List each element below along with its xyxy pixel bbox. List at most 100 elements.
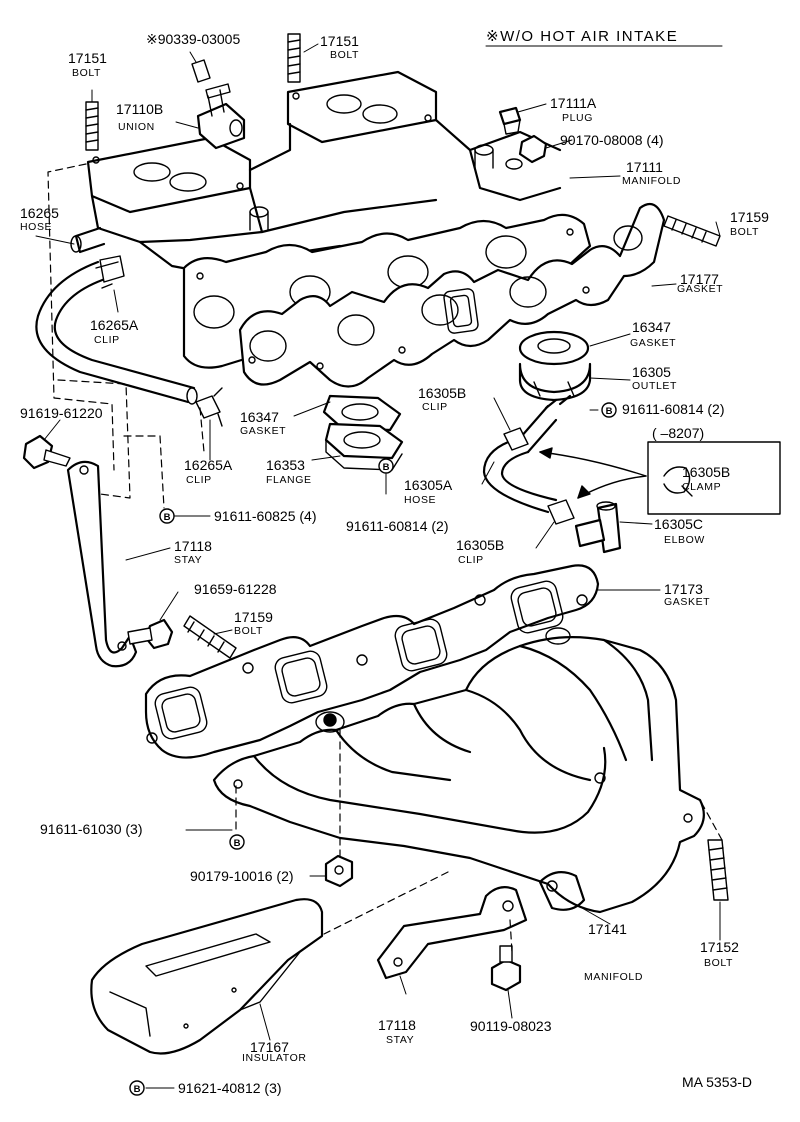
clip-16305b-upper [503,427,529,451]
b-marker-text: B [383,462,390,473]
b-marker-text: B [606,406,613,417]
plug-17111a [498,106,522,135]
label-bracket-range: ( –8207) [652,425,704,441]
label-16265a2-name: CLIP [186,474,212,486]
label-17159a-number: 17159 [730,209,769,225]
part-labels: ※90339-03005 17151 BOLT 17151 BOLT 17110… [20,31,769,1096]
nut-90179 [324,854,354,888]
bolt-17159-lower [183,615,237,659]
label-17177-number: 17177 [680,271,719,287]
b-marker-text: B [134,1084,141,1095]
label-90339-number: ※90339-03005 [146,31,240,47]
outlet-16305 [518,330,592,410]
label-17111-number: 17111 [626,159,663,175]
label-17159b-number: 17159 [234,609,273,625]
intake-gasket [238,202,666,388]
hose-16265 [35,260,198,405]
clip-16305b-lower [547,499,575,525]
label-91619-number: 91619-61220 [20,405,103,421]
bolt-17159-top [663,215,721,247]
label-17152-number: 17152 [700,939,739,955]
label-90170-number: 90170-08008 (4) [560,132,664,148]
label-16305b-clamp-number: 16305B [682,464,730,480]
label-17141-number: 17141 [588,921,627,937]
bolt-91659 [127,618,174,650]
exhaust-manifold [212,627,705,914]
label-17118a-number: 17118 [174,538,212,554]
elbow-16305c [574,501,622,554]
stay-17118-lower [376,885,528,980]
b-marker-60814-lower [378,458,394,474]
label-16347a-number: 16347 [632,319,671,335]
dashed-lines [47,163,723,953]
footer-code: MA 5353-D [682,1074,752,1090]
clip-16265a-lower [195,387,223,427]
label-16305-number: 16305 [632,364,671,380]
label-16305b2-name: CLIP [458,554,484,566]
label-16265a2-number: 16265A [184,457,233,473]
label-16305-name: OUTLET [632,380,677,392]
label-17152-name: BOLT [704,957,733,969]
label-17111-name: MANIFOLD [622,175,681,187]
clip-16265a-upper [95,255,125,289]
label-17159a-name: BOLT [730,226,759,238]
diagram-title: ※W/O HOT AIR INTAKE [486,28,678,45]
label-17151a-name: BOLT [72,67,101,79]
bolt-17151-left [85,101,99,151]
label-90119-number: 90119-08023 [470,1018,552,1034]
label-16353-name: FLANGE [266,474,312,486]
label-16305c-number: 16305C [654,516,703,532]
label-16265a1-number: 16265A [90,317,139,333]
label-17173-name: GASKET [664,596,710,608]
label-17111a-name: PLUG [562,112,593,124]
b-marker-61030 [229,834,245,850]
label-16347b-name: GASKET [240,425,286,437]
stud-17152 [707,839,729,901]
label-16265-number: 16265 [20,205,59,221]
label-17151a-number: 17151 [68,50,107,66]
label-16353-number: 16353 [266,457,305,473]
label-16305c-name: ELBOW [664,534,705,546]
label-17159b-name: BOLT [234,625,263,637]
label-16347b-number: 16347 [240,409,279,425]
b-marker-60825 [159,508,175,524]
label-16265-name: HOSE [20,221,52,233]
label-17118a-name: STAY [174,554,202,566]
label-91659-number: 91659-61228 [194,581,277,597]
label-16305b2-number: 16305B [456,537,504,553]
label-17110b-number: 17110B [116,101,163,117]
b-marker-text: B [164,512,171,523]
label-17167-number: 17167 [250,1039,289,1055]
hose-16305a [482,404,558,514]
label-17167-name: INSULATOR [242,1052,307,1064]
bolt-91619 [22,434,71,470]
label-91611-60814a-number: 91611-60814 (2) [622,401,724,417]
label-90179-number: 90179-10016 (2) [190,868,294,884]
insulator-17167 [90,898,324,1055]
label-16347a-name: GASKET [630,337,676,349]
label-16305b-clamp-name: CLAMP [682,481,721,493]
stay-17118-upper [66,460,138,668]
b-marker-40812 [129,1080,145,1096]
flange-16353 [324,422,404,471]
plug-90339 [191,59,211,83]
nut-90170 [518,134,548,164]
bolt-90119 [490,945,522,992]
label-17177-name: GASKET [677,283,723,295]
label-17111a-number: 17111A [550,95,597,111]
label-17151b-name: BOLT [330,49,359,61]
label-17173-number: 17173 [664,581,703,597]
label-16305a-name: HOSE [404,494,436,506]
label-17118b-number: 17118 [378,1017,416,1033]
label-91611-61030-number: 91611-61030 (3) [40,821,142,837]
leader-lines [35,43,721,1089]
b-marker-text: B [234,838,241,849]
b-markers: B B B B B [129,402,617,1096]
detail-box-early-model [539,441,781,515]
label-91611-60825-number: 91611-60825 (4) [214,508,316,524]
bolt-17151-right [287,33,301,83]
label-17118b-name: STAY [386,1034,414,1046]
gasket-16347-flange [322,394,402,432]
label-16265a1-name: CLIP [94,334,120,346]
